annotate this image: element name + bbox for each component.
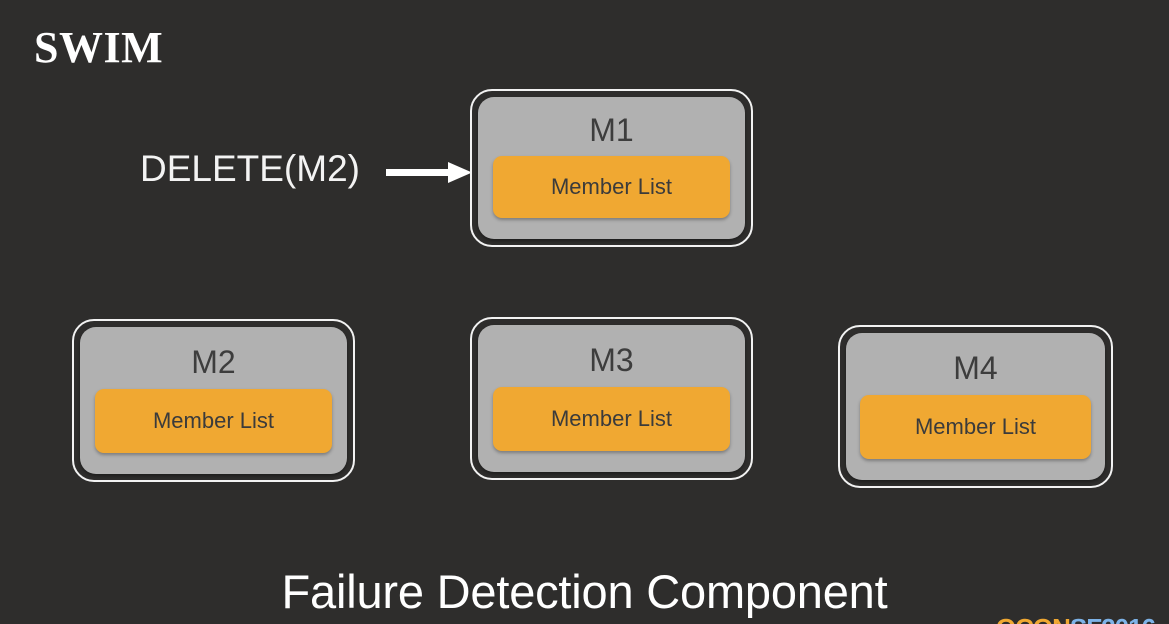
node-m3-label: M3 [589,342,634,378]
node-m3-body: M3 Member List [478,325,745,472]
node-m2[interactable]: M2 Member List [72,319,355,482]
delete-message-label: DELETE(M2) [140,148,360,189]
conference-logo-name: QCON [996,613,1071,624]
node-m4-member-list[interactable]: Member List [860,395,1091,459]
node-m1-label: M1 [589,112,634,148]
conference-logo: QCONSF2016 [996,613,1156,624]
slide-caption: Failure Detection Component [281,565,888,618]
node-m1[interactable]: M1 Member List [470,89,753,247]
node-m3-member-list[interactable]: Member List [492,387,731,451]
node-m4-label: M4 [953,350,998,386]
node-m4-body: M4 Member List [846,333,1105,480]
node-m2-label: M2 [191,344,236,380]
node-m2-member-list[interactable]: Member List [94,389,333,453]
node-m1-member-list-label: Member List [550,174,673,199]
page-title: SWIM [34,23,164,72]
node-m1-member-list[interactable]: Member List [492,156,731,218]
conference-logo-edition: SF2016 [1070,613,1156,624]
right-arrow-icon [386,162,472,183]
node-m4-member-list-label: Member List [914,414,1037,439]
node-m3[interactable]: M3 Member List [470,317,753,480]
node-m2-member-list-label: Member List [152,408,275,433]
node-m3-member-list-label: Member List [550,406,673,431]
node-m4[interactable]: M4 Member List [838,325,1113,488]
node-m1-body: M1 Member List [478,97,745,239]
node-m2-body: M2 Member List [80,327,347,474]
